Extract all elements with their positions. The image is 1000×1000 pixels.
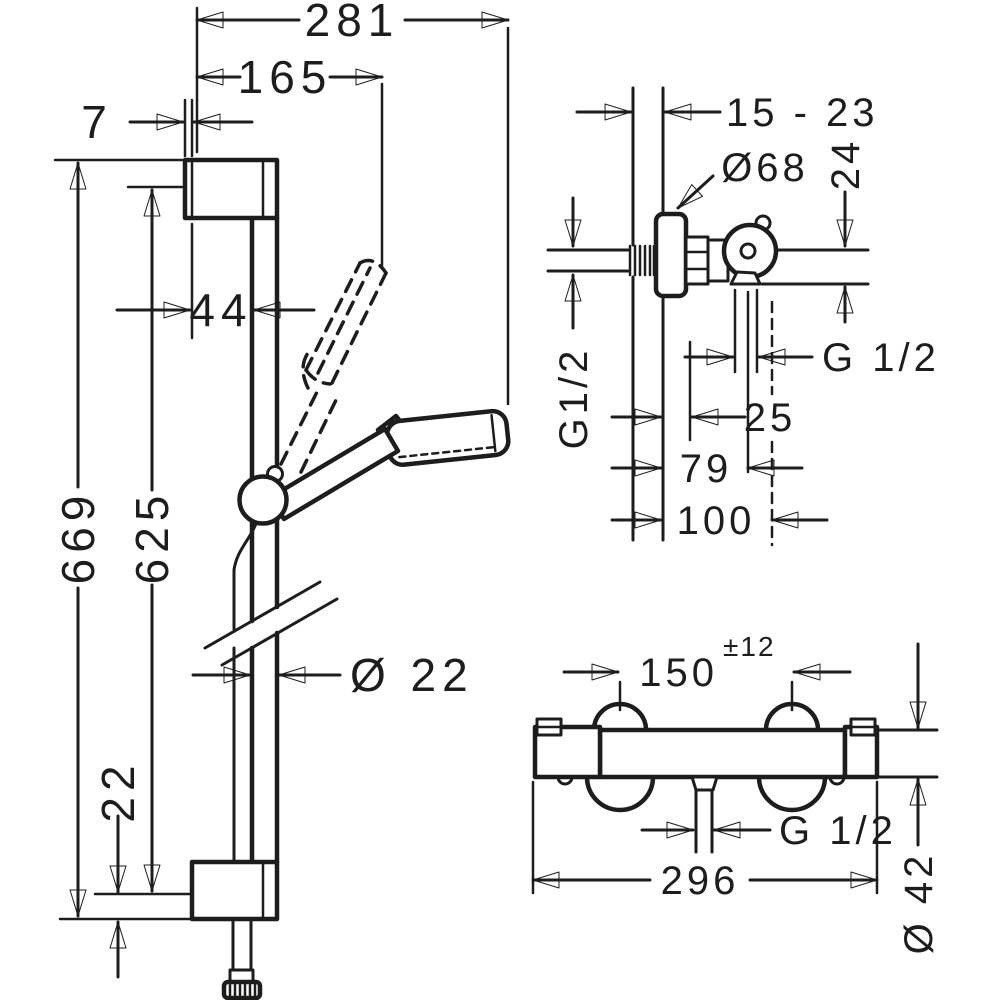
body-tube [597,727,848,780]
spray-face [398,446,495,459]
dim-drop-label: 24 [824,138,868,191]
wall-support-body [653,211,870,299]
union-nut [684,235,710,286]
dim-rail-offset: 44 [115,222,316,340]
pipe-thread [628,244,656,277]
dim-nut-depth-label: 25 [744,396,797,440]
wall-lines [631,86,665,542]
dim-rail-height-label: 625 [126,490,178,585]
dim-total-depth-label: 100 [677,499,756,543]
dim-overall-width-label: 281 [305,0,400,46]
dim-overall-width: 281 [195,0,510,406]
dim-bottom-gap: 22 [92,759,144,979]
hose-nut-knurl [228,983,257,997]
dim-mixer-outlet-thread: G 1/2 [640,809,897,853]
slider-knob [237,474,289,526]
rail-top-bracket [182,157,280,221]
dim-rail-offset-label: 44 [189,284,252,336]
dim-body-diameter: Ø 42 [875,642,941,955]
supply-pipe [546,244,656,277]
dimensions-shower-set: 281 165 7 44 [52,0,510,979]
wall-support-side-view: 15 - 23 Ø68 24 G1/2 [546,86,940,547]
right-union-nut [756,774,828,813]
dim-wall-thickness: 15 - 23 [575,91,879,135]
dim-escutcheon-diameter: Ø68 [676,146,809,210]
dim-connection-centres-label: 150 [639,651,718,695]
dim-rail-height: 625 [93,185,192,896]
swivel-holder [721,222,779,280]
rail-bottom-bracket [189,859,280,922]
dim-wall-thickness-label: 15 - 23 [726,91,879,135]
dimensions-thermostat: 150 ±12 Ø 42 G 1/2 [531,631,941,955]
dim-head-reach-label: 165 [238,51,333,103]
escutcheon [653,211,689,299]
dim-connection-centres: 150 ±12 [562,631,852,712]
dim-supply-thread-label: G1/2 [552,347,596,450]
holder-axis [739,242,757,260]
dim-mixer-overall-width-label: 296 [661,859,740,903]
shower-set-front-view: 281 165 7 44 [52,0,511,1000]
dim-total-depth: 100 [610,300,829,547]
dim-rail-diameter-label: Ø 22 [350,649,474,701]
dim-mixer-overall-width: 296 [531,780,879,903]
dim-outlet-thread-label: G 1/2 [822,336,940,380]
dim-body-diameter-label: Ø 42 [897,852,941,955]
mixer-body [532,701,880,854]
dim-mixer-outlet-thread-label: G 1/2 [779,809,897,853]
wall-bar-rail [203,215,339,865]
dim-rail-diameter: Ø 22 [191,649,474,701]
dim-connection-tolerance-label: ±12 [723,631,776,662]
dimensions-wall-support: 15 - 23 Ø68 24 G1/2 [552,91,940,547]
shower-hose [221,517,263,1000]
dim-head-reach: 165 [195,51,384,270]
dim-holder-depth: 79 [610,290,804,491]
dim-nut-depth: 25 [610,340,797,442]
dim-holder-depth-label: 79 [680,447,733,491]
thermostat-front-view: 150 ±12 Ø 42 G 1/2 [531,631,941,955]
break-line [203,580,322,650]
dim-overall-height-label: 669 [52,490,104,585]
left-union-nut [584,774,656,813]
dim-drop: 24 [824,138,868,324]
dim-bottom-gap-label: 22 [92,759,144,822]
dim-bracket-lip: 7 [81,96,254,158]
dim-escutcheon-diameter-label: Ø68 [721,146,809,190]
holder-foot [729,270,762,286]
dim-outlet-thread: G 1/2 [683,288,940,380]
hand-shower [268,408,511,522]
rail-slider [237,465,289,526]
hand-shower-head [384,408,511,467]
break-line [220,597,339,667]
dim-bracket-lip-label: 7 [81,96,113,148]
hand-shower-alt-position [279,258,388,474]
dim-supply-thread: G1/2 [552,196,596,450]
dim-overall-height: 669 [52,158,192,921]
outlet-stub [690,775,719,792]
